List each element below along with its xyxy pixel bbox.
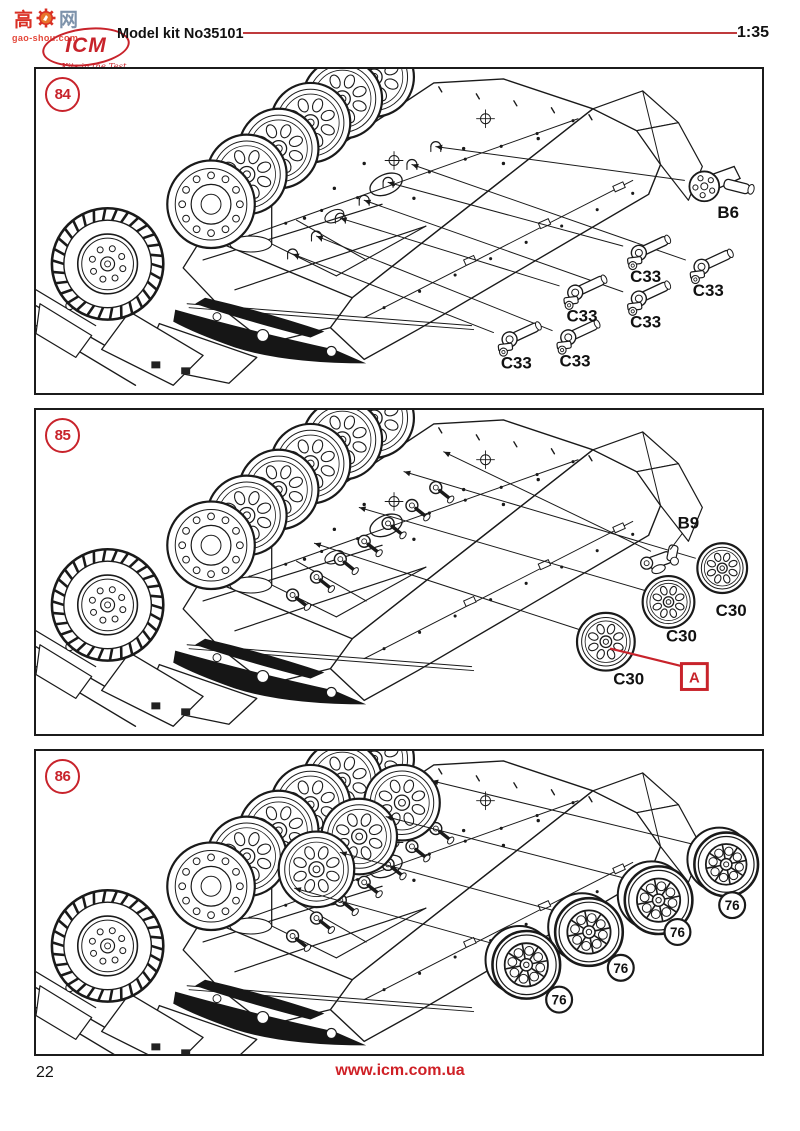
part-label: B6 — [717, 203, 739, 222]
step-86-panel: 86 76 76 76 76 — [34, 749, 764, 1056]
watermark-site-text: gao-shou.com — [12, 33, 79, 43]
part-label: C30 — [666, 627, 697, 646]
part-label: 76 — [670, 925, 685, 940]
part-label: 76 — [552, 993, 567, 1008]
page-number: 22 — [36, 1064, 54, 1081]
watermark-char: 网 — [59, 10, 79, 31]
part-label: A — [689, 670, 700, 686]
step-number-badge: 85 — [45, 418, 80, 453]
part-label: C33 — [501, 353, 532, 372]
step-number-badge: 84 — [45, 77, 80, 112]
part-label: C30 — [613, 669, 644, 688]
part-label: B9 — [678, 513, 700, 532]
part-label: C33 — [560, 351, 591, 370]
website-link[interactable]: www.icm.com.ua — [335, 1062, 465, 1079]
gear-thumb-icon — [36, 8, 56, 33]
part-label: C33 — [630, 313, 661, 332]
step-number-badge: 86 — [45, 759, 80, 794]
step-number: 86 — [54, 768, 71, 785]
step-number: 84 — [54, 86, 71, 103]
watermark-char: 高 — [14, 10, 34, 31]
assembly-diagram-step-86: 76 76 76 76 — [36, 751, 760, 1054]
icm-logo-text: ICM — [65, 34, 107, 57]
step-number: 85 — [54, 427, 71, 444]
part-label: 76 — [725, 898, 740, 913]
watermark-logo: 高 网 — [14, 8, 78, 33]
part-label: 76 — [613, 961, 628, 976]
part-label: C33 — [566, 307, 597, 326]
part-label: C33 — [630, 267, 661, 286]
part-label: C30 — [716, 601, 747, 620]
scale-label: 1:35 — [736, 24, 769, 41]
header-rule — [243, 32, 737, 34]
part-label: C33 — [693, 281, 724, 300]
kit-number-label: Model kit No35101 — [117, 26, 244, 42]
